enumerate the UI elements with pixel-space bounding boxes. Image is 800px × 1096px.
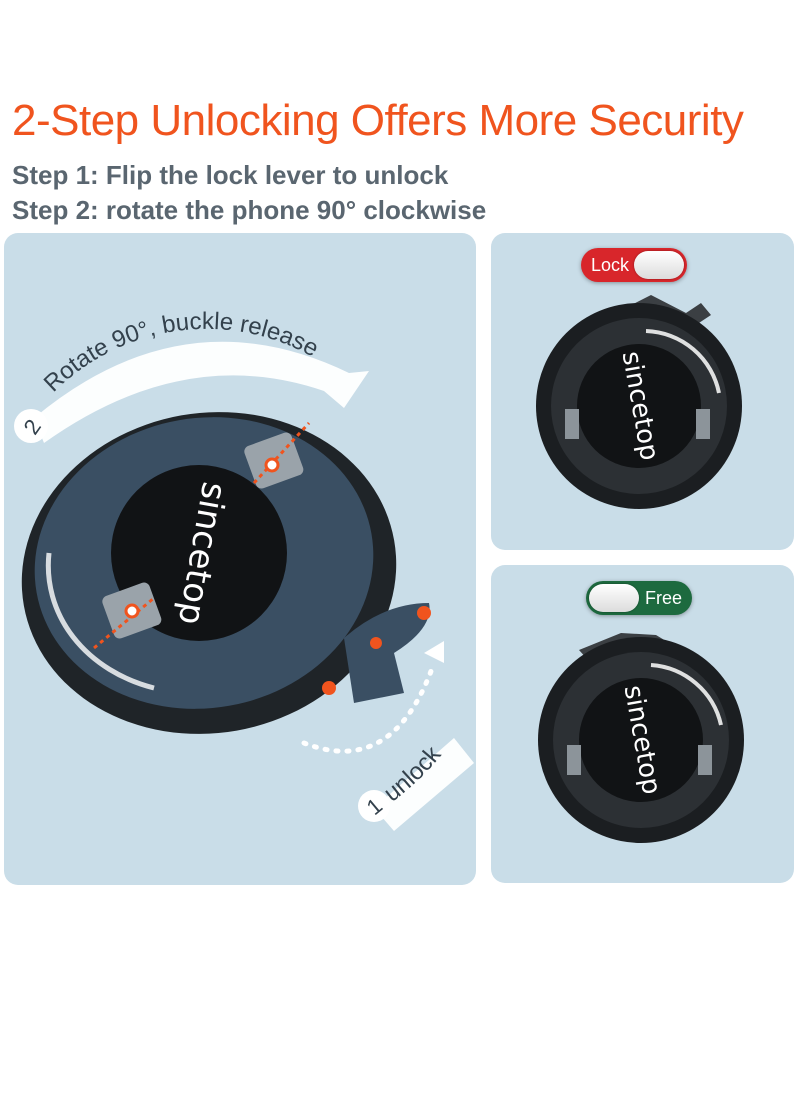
headline: 2-Step Unlocking Offers More Security (12, 96, 744, 145)
mount-center-disc (111, 465, 287, 641)
toggle-knob (634, 251, 684, 279)
rotate-arrow (34, 341, 369, 443)
locked-mount-illustration: sincetop (536, 295, 742, 509)
free-state-panel: sincetop Free (491, 565, 794, 883)
step-1-badge (358, 790, 390, 822)
step-2-badge (14, 409, 48, 443)
toggle-knob (589, 584, 639, 612)
step-1-text: Step 1: Flip the lock lever to unlock (12, 160, 449, 190)
lock-toggle[interactable]: Lock (581, 248, 687, 282)
step-2-text: Step 2: rotate the phone 90° clockwise (12, 195, 487, 225)
free-toggle[interactable]: Free (586, 581, 692, 615)
free-toggle-label: Free (644, 588, 682, 608)
lock-toggle-label: Lock (591, 255, 630, 275)
unlock-label-band (374, 738, 474, 831)
mount-diagram: Rotate 90°, buckle release 2 sincetop un… (14, 308, 474, 831)
lock-state-panel: sincetop Lock (491, 233, 794, 550)
unlocked-mount-illustration: sincetop (538, 633, 744, 843)
lock-lever (344, 603, 430, 703)
unlock-arrow (301, 660, 437, 754)
main-diagram-panel: Rotate 90°, buckle release 2 sincetop un… (4, 233, 476, 885)
